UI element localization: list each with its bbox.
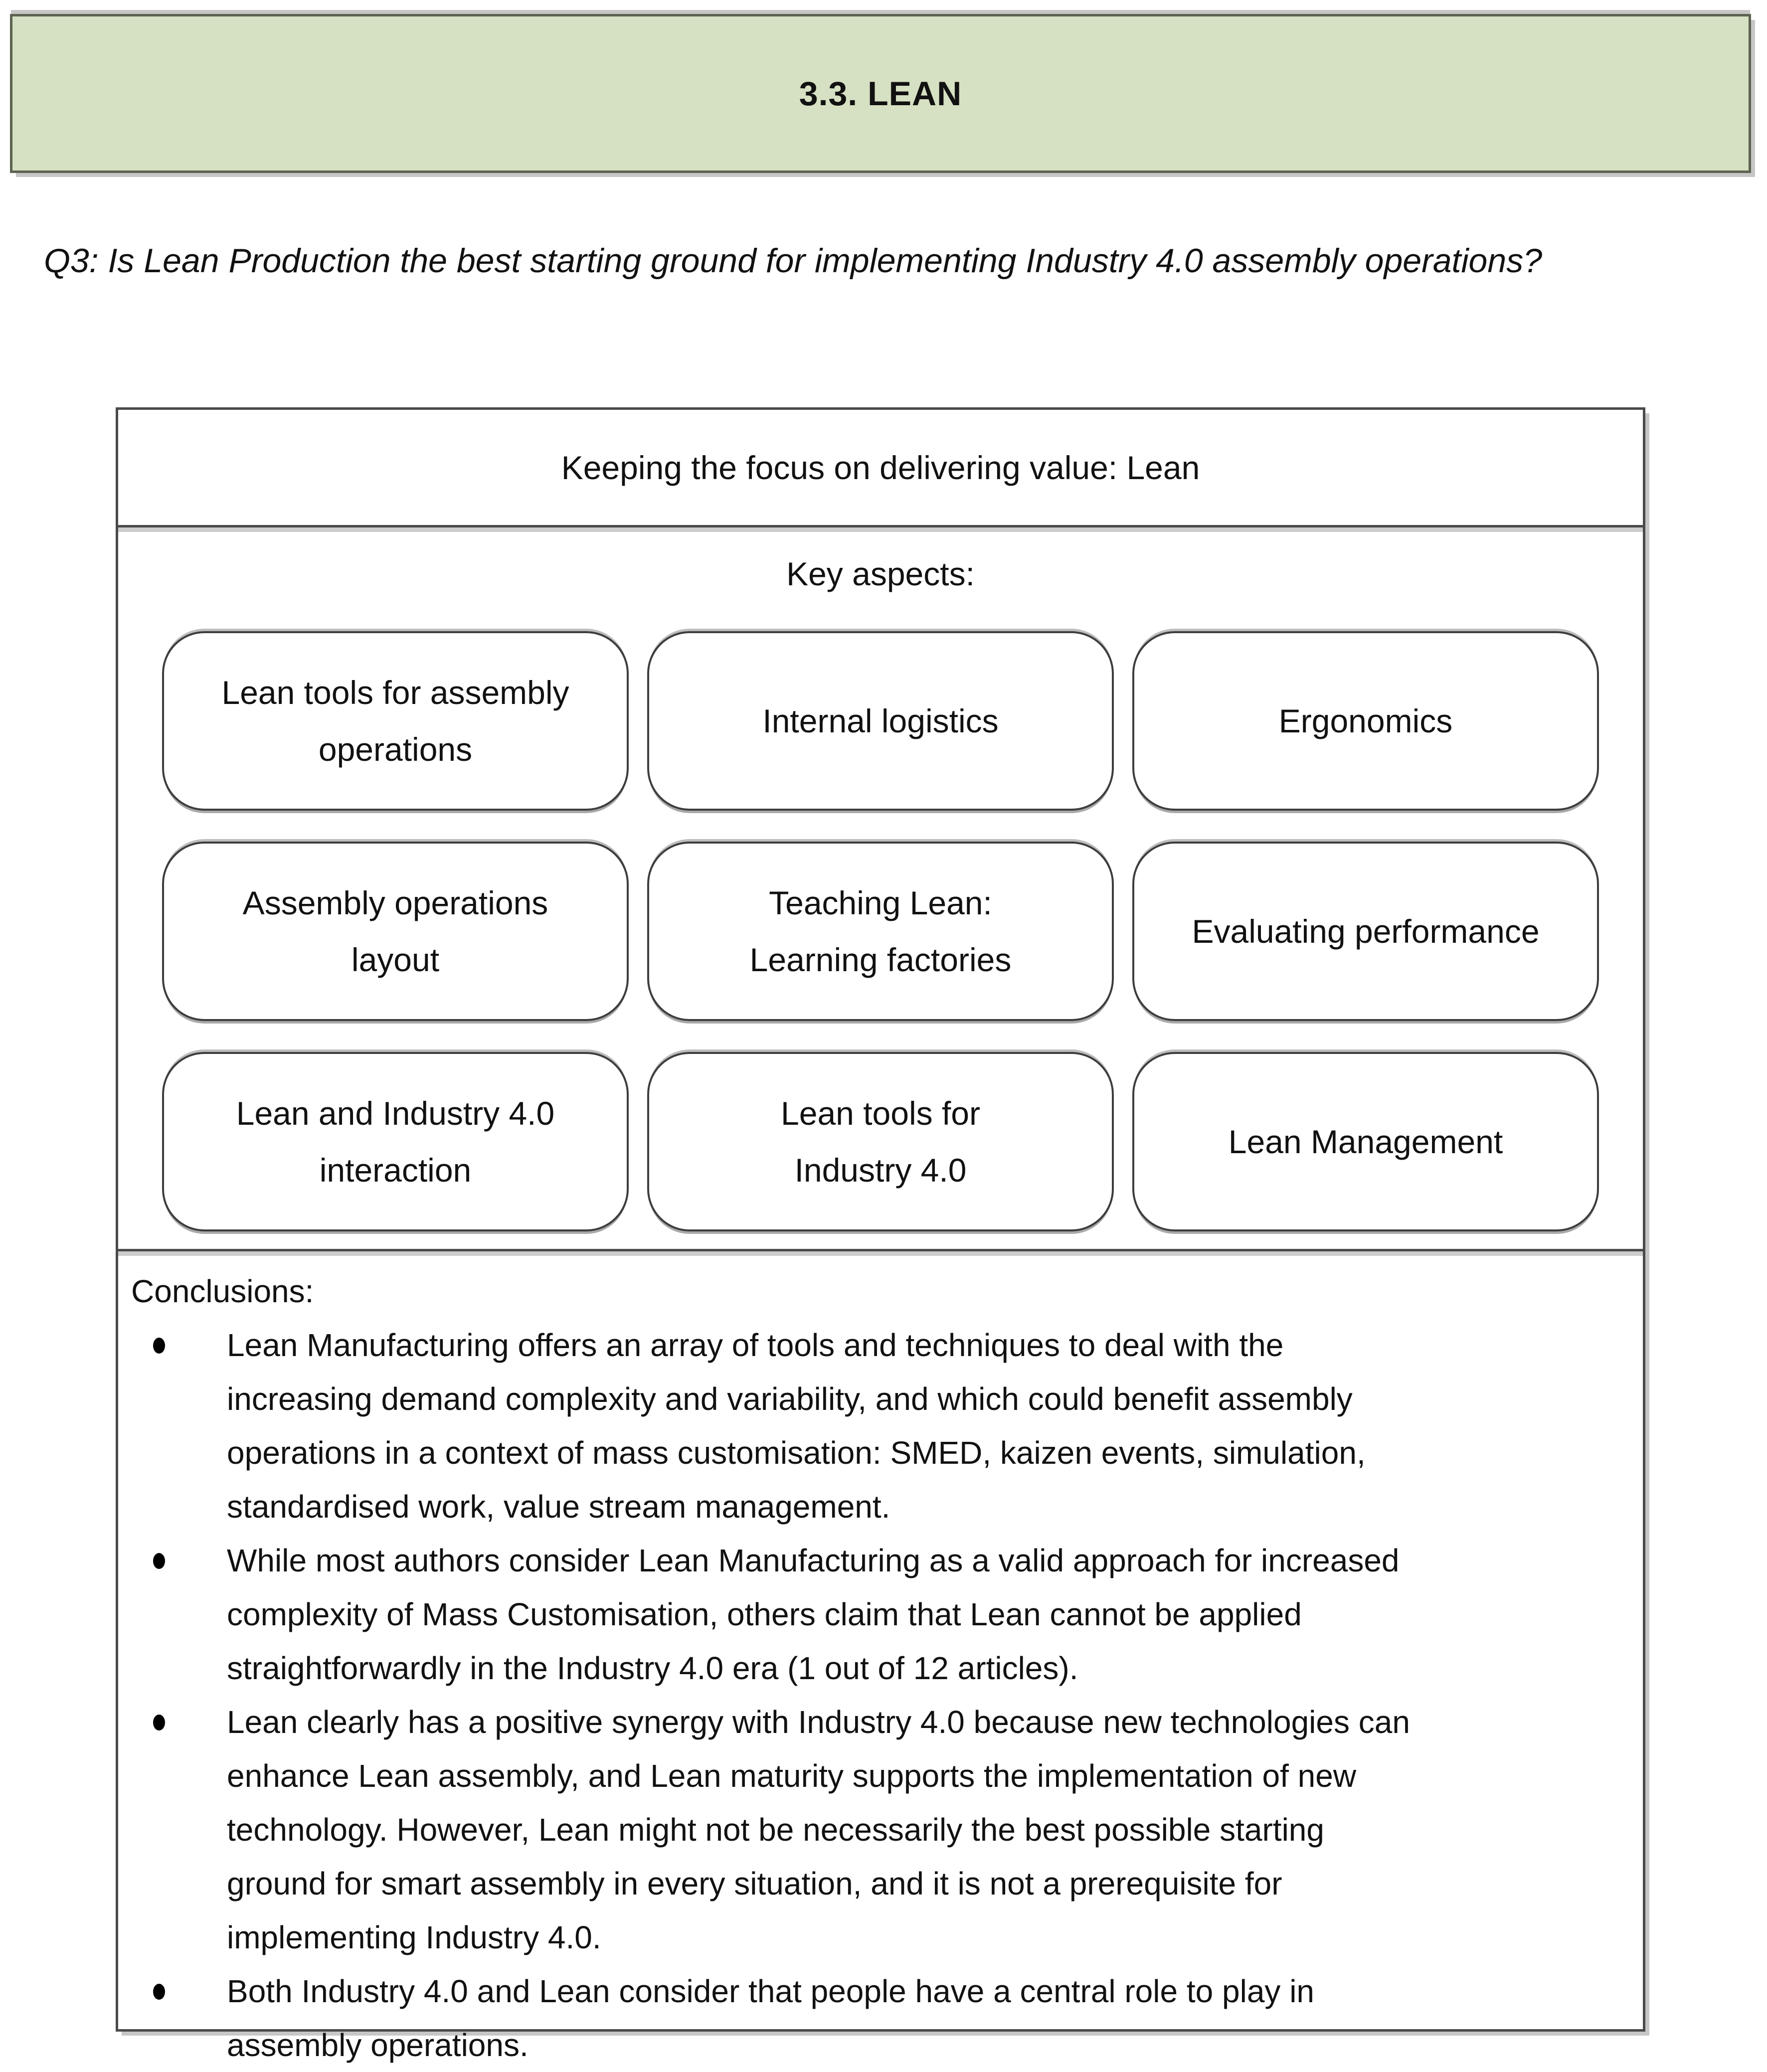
- bullet-icon: [153, 1338, 165, 1354]
- conclusion-item: Lean clearly has a positive synergy with…: [131, 1695, 1613, 1964]
- aspect-box-lean-industry40-interaction: Lean and Industry 4.0 interaction: [162, 1052, 629, 1231]
- aspect-box-assembly-layout: Assembly operations layout: [162, 842, 629, 1021]
- aspect-box-evaluating-performance: Evaluating performance: [1132, 842, 1599, 1021]
- lean-summary-box: Keeping the focus on delivering value: L…: [116, 407, 1645, 2063]
- conclusion-text: While most authors consider Lean Manufac…: [227, 1543, 1400, 1686]
- aspect-box-teaching-lean: Teaching Lean: Learning factories: [647, 842, 1114, 1021]
- section-heading-title: 3.3. LEAN: [799, 74, 962, 113]
- key-aspects-heading: Key aspects:: [786, 555, 975, 592]
- conclusion-item: Lean Manufacturing offers an array of to…: [131, 1318, 1613, 1534]
- conclusions-section: Conclusions: Lean Manufacturing offers a…: [118, 1249, 1643, 2072]
- aspect-box-lean-tools-industry40: Lean tools for Industry 4.0: [647, 1052, 1114, 1231]
- conclusions-list: Lean Manufacturing offers an array of to…: [131, 1318, 1613, 2072]
- summary-title: Keeping the focus on delivering value: L…: [561, 449, 1200, 486]
- key-aspects-section: Key aspects: Lean tools for assembly ope…: [118, 525, 1643, 1249]
- bullet-icon: [153, 1984, 165, 2000]
- aspect-box-lean-tools-assembly: Lean tools for assembly operations: [162, 631, 629, 811]
- conclusions-heading: Conclusions:: [131, 1273, 314, 1309]
- conclusion-item: Both Industry 4.0 and Lean consider that…: [131, 1964, 1613, 2072]
- conclusion-text: Lean clearly has a positive synergy with…: [227, 1704, 1410, 1955]
- key-aspects-grid: Lean tools for assembly operations Inter…: [162, 631, 1599, 1231]
- bullet-icon: [153, 1715, 165, 1730]
- conclusion-item: While most authors consider Lean Manufac…: [131, 1534, 1613, 1695]
- research-question: Q3: Is Lean Production the best starting…: [44, 242, 1543, 280]
- conclusion-text: Both Industry 4.0 and Lean consider that…: [227, 1973, 1314, 2063]
- aspect-box-ergonomics: Ergonomics: [1132, 631, 1599, 811]
- summary-title-row: Keeping the focus on delivering value: L…: [118, 410, 1643, 525]
- aspect-box-internal-logistics: Internal logistics: [647, 631, 1114, 811]
- section-heading-banner: 3.3. LEAN: [10, 14, 1751, 173]
- aspect-box-lean-management: Lean Management: [1132, 1052, 1599, 1231]
- bullet-icon: [153, 1553, 165, 1569]
- conclusion-text: Lean Manufacturing offers an array of to…: [227, 1327, 1366, 1525]
